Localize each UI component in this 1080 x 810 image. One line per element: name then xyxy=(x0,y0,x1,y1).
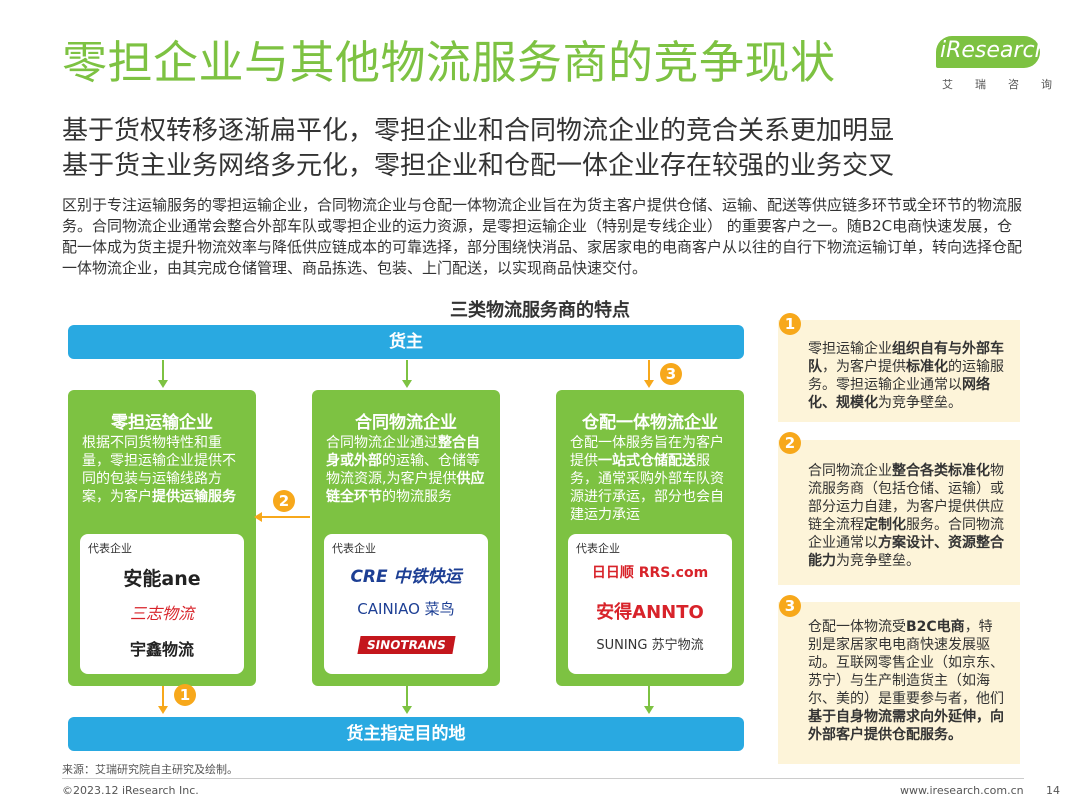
source-note: 来源：艾瑞研究院自主研究及绘制。 xyxy=(62,763,238,776)
side-note-3: 仓配一体物流受B2C电商，特别是家居家电电商快速发展驱动。互联网零售企业（如京东… xyxy=(778,602,1020,764)
footer-divider xyxy=(62,778,1024,779)
card-warehouse-distribution: 仓配一体物流企业 仓配一体服务旨在为客户提供一站式仓储配送服务，通常采购外部车队… xyxy=(556,390,744,686)
company-logo-suning: SUNING 苏宁物流 xyxy=(596,638,704,653)
company-logo-cre: CRE 中铁快运 xyxy=(350,567,462,587)
company-logo-yuxin: 宇鑫物流 xyxy=(129,640,194,659)
representative-companies: 代表企业 日日顺 RRS.com 安得ANNTO SUNING 苏宁物流 xyxy=(568,534,732,674)
rep-label: 代表企业 xyxy=(576,542,620,555)
iresearch-logo: iResearch 艾瑞咨询 xyxy=(926,36,1052,96)
side-note-1: 零担运输企业组织自有与外部车队，为客户提供标准化的运输服务。零担运输企业通常以网… xyxy=(778,320,1020,422)
card-contract-logistics: 合同物流企业 合同物流企业通过整合自身或外部的运输、仓储等物流资源,为客户提供供… xyxy=(312,390,500,686)
card-description: 合同物流企业通过整合自身或外部的运输、仓储等物流资源,为客户提供供应链全环节的物… xyxy=(326,435,485,505)
intro-paragraph: 区别于专注运输服务的零担运输企业，合同物流企业与仓配一体物流企业旨在为货主客户提… xyxy=(62,196,1023,277)
top-bar-shipper: 货主 xyxy=(68,325,744,359)
company-logo-ane: 安能ane xyxy=(123,568,201,590)
representative-companies: 代表企业 CRE 中铁快运 CAINIAO 菜鸟 SINOTRANS xyxy=(324,534,488,674)
side-number-2: 2 xyxy=(779,432,801,454)
company-logo-sanzhi: 三志物流 xyxy=(129,604,194,623)
website-link[interactable]: www.iresearch.com.cn xyxy=(900,784,1024,797)
card-ltl-transport: 零担运输企业 根据不同货物特性和重量，零担运输企业提供不同的包装与运输线路方案，… xyxy=(68,390,256,686)
side-note-2: 合同物流企业整合各类标准化物流服务商（包括仓储、运输）或部分运力自建，为客户提供… xyxy=(778,440,1020,585)
number-2-badge: 2 xyxy=(273,490,295,512)
diagram-title: 三类物流服务商的特点 xyxy=(450,300,630,321)
card-description: 仓配一体服务旨在为客户提供一站式仓储配送服务，通常采购外部车队资源进行承运，部分… xyxy=(570,435,724,523)
page-number: 14 xyxy=(1046,784,1060,797)
bottom-bar-destination: 货主指定目的地 xyxy=(68,717,744,751)
card-title: 零担运输企业 xyxy=(111,413,213,433)
company-logo-cainiao: CAINIAO 菜鸟 xyxy=(357,600,455,618)
company-logo-rrs: 日日顺 RRS.com xyxy=(591,565,709,581)
side-number-3: 3 xyxy=(779,595,801,617)
subtitle-1: 基于货权转移逐渐扁平化，零担企业和合同物流企业的竞合关系更加明显 xyxy=(62,116,895,146)
representative-companies: 代表企业 安能ane 三志物流 宇鑫物流 xyxy=(80,534,244,674)
card-description: 根据不同货物特性和重量，零担运输企业提供不同的包装与运输线路方案，为客户提供运输… xyxy=(82,435,236,505)
company-logo-annto: 安得ANNTO xyxy=(596,602,704,623)
number-1-badge: 1 xyxy=(174,684,196,706)
number-3-badge: 3 xyxy=(660,363,682,385)
rep-label: 代表企业 xyxy=(88,542,132,555)
card-title: 仓配一体物流企业 xyxy=(582,413,718,433)
rep-label: 代表企业 xyxy=(332,542,376,555)
logo-subtext: 艾瑞咨询 xyxy=(942,78,1074,91)
company-logo-sinotrans: SINOTRANS xyxy=(324,634,488,654)
page-title: 零担企业与其他物流服务商的竞争现状 xyxy=(62,36,836,89)
card-title: 合同物流企业 xyxy=(355,413,457,433)
copyright: ©2023.12 iResearch Inc. xyxy=(62,784,199,797)
subtitle-2: 基于货主业务网络多元化，零担企业和仓配一体企业存在较强的业务交叉 xyxy=(62,151,895,181)
logo-text: iResearch xyxy=(940,38,1049,63)
side-number-1: 1 xyxy=(779,313,801,335)
